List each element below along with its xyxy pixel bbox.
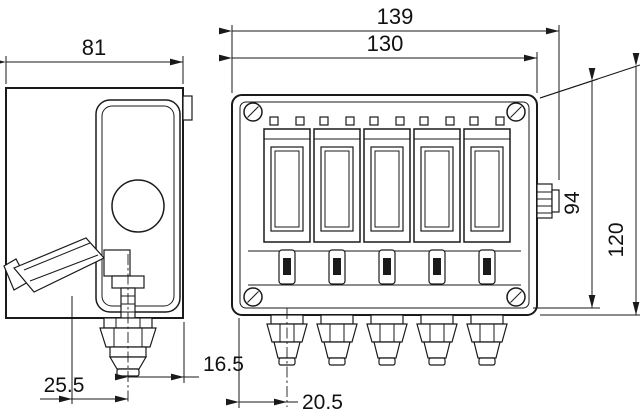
dimension-81: 81: [0, 35, 184, 84]
dimension-16-5: 16.5: [115, 322, 244, 383]
corner-screw-icon: [243, 102, 263, 122]
lever-detail-line: [23, 242, 91, 271]
dimension-139: 139: [219, 4, 560, 180]
dim-16-5-label: 16.5: [203, 353, 244, 376]
front-cable-gland: [416, 314, 458, 366]
front-view: [231, 94, 560, 407]
corner-screw-icon: [506, 102, 526, 122]
dimension-130: 130: [219, 31, 538, 93]
gland-taper: [108, 356, 148, 370]
side-mount-bracket: [182, 95, 193, 121]
lever-detail-line: [29, 254, 99, 282]
clamp-lever: [3, 237, 145, 319]
dim-94-label: 94: [561, 191, 584, 215]
dimension-20-5: 20.5: [226, 318, 343, 414]
dim-81-label: 81: [82, 35, 106, 60]
dimensions: 81 139 130 94 120: [0, 4, 640, 414]
witness-line-diagonal: [539, 64, 640, 99]
front-inner-border: [239, 101, 530, 309]
lever-bracket: [103, 249, 131, 277]
dimension-120: 120: [539, 53, 640, 316]
side-knockout-circle: [111, 179, 165, 233]
corner-screw-icon: [506, 287, 526, 307]
front-cable-gland: [366, 314, 408, 366]
terminal-bump: [551, 189, 560, 213]
front-cable-gland: [466, 314, 508, 366]
side-terminal: [536, 183, 560, 219]
side-cover-inner-line: [101, 105, 175, 307]
dim-139-label: 139: [377, 4, 414, 29]
dimension-25-5: 25.5: [40, 296, 128, 404]
corner-screw-icon: [243, 287, 263, 307]
dim-120-label: 120: [605, 222, 628, 257]
dim-20-5-label: 20.5: [302, 391, 343, 414]
front-cable-gland: [316, 314, 358, 366]
dim-130-label: 130: [367, 31, 404, 56]
side-view: [3, 87, 193, 404]
dim-25-5-label: 25.5: [44, 374, 85, 397]
